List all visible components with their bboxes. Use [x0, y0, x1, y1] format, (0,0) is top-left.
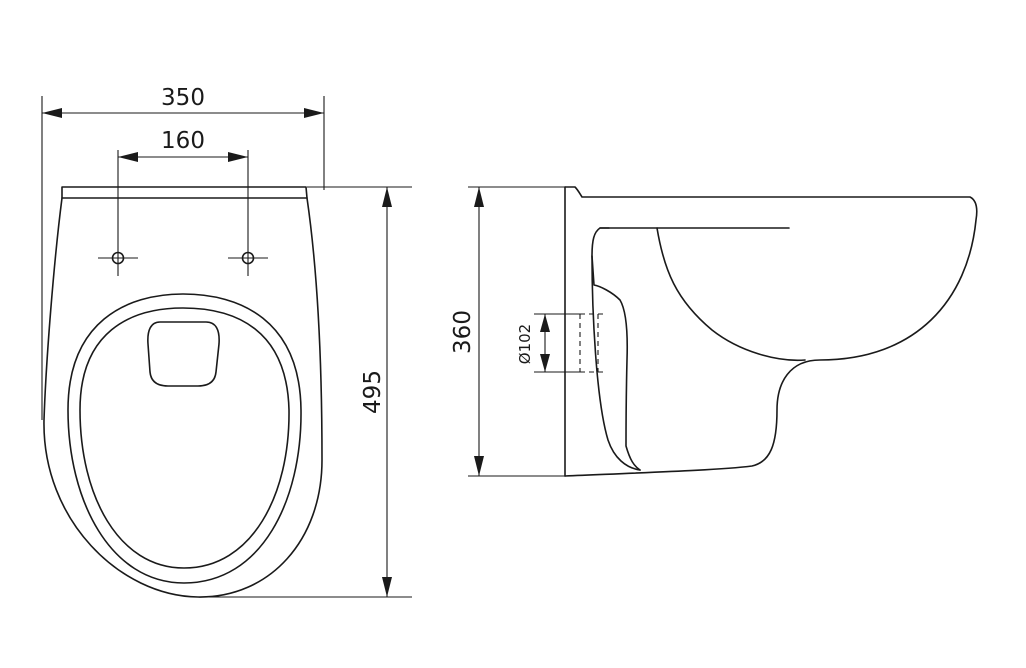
dim-label-495: 495: [360, 370, 386, 414]
arrow-350-right: [304, 108, 324, 118]
dim-label-350: 350: [161, 85, 205, 111]
bowl-outer-outline: [43, 197, 323, 598]
bowl-side-outer-profile: [564, 186, 978, 477]
arrow-160-right: [228, 152, 248, 162]
arrow-102-top: [540, 314, 550, 332]
side-view: 360 Ø102: [450, 186, 978, 477]
fixing-hole-left: [98, 240, 138, 276]
bowl-inner-curve: [656, 227, 806, 362]
trap-profile: [591, 227, 641, 471]
seat-outer: [67, 293, 302, 584]
rim-back-edge: [61, 186, 308, 199]
trap-outer-wall: [591, 255, 641, 471]
arrow-495-top: [382, 187, 392, 207]
arrow-160-left: [118, 152, 138, 162]
dim-label-102: Ø102: [516, 324, 534, 364]
arrow-360-bottom: [474, 456, 484, 476]
top-view: 350 160 495: [41, 85, 412, 598]
dim-label-160: 160: [161, 128, 205, 154]
arrow-495-bottom: [382, 577, 392, 597]
seat-inner: [79, 307, 290, 569]
lid-hinge-tab: [147, 321, 220, 387]
dim-label-360: 360: [450, 310, 476, 354]
arrow-350-left: [42, 108, 62, 118]
arrow-360-top: [474, 187, 484, 207]
arrow-102-bottom: [540, 354, 550, 372]
fixing-hole-right: [228, 150, 268, 276]
